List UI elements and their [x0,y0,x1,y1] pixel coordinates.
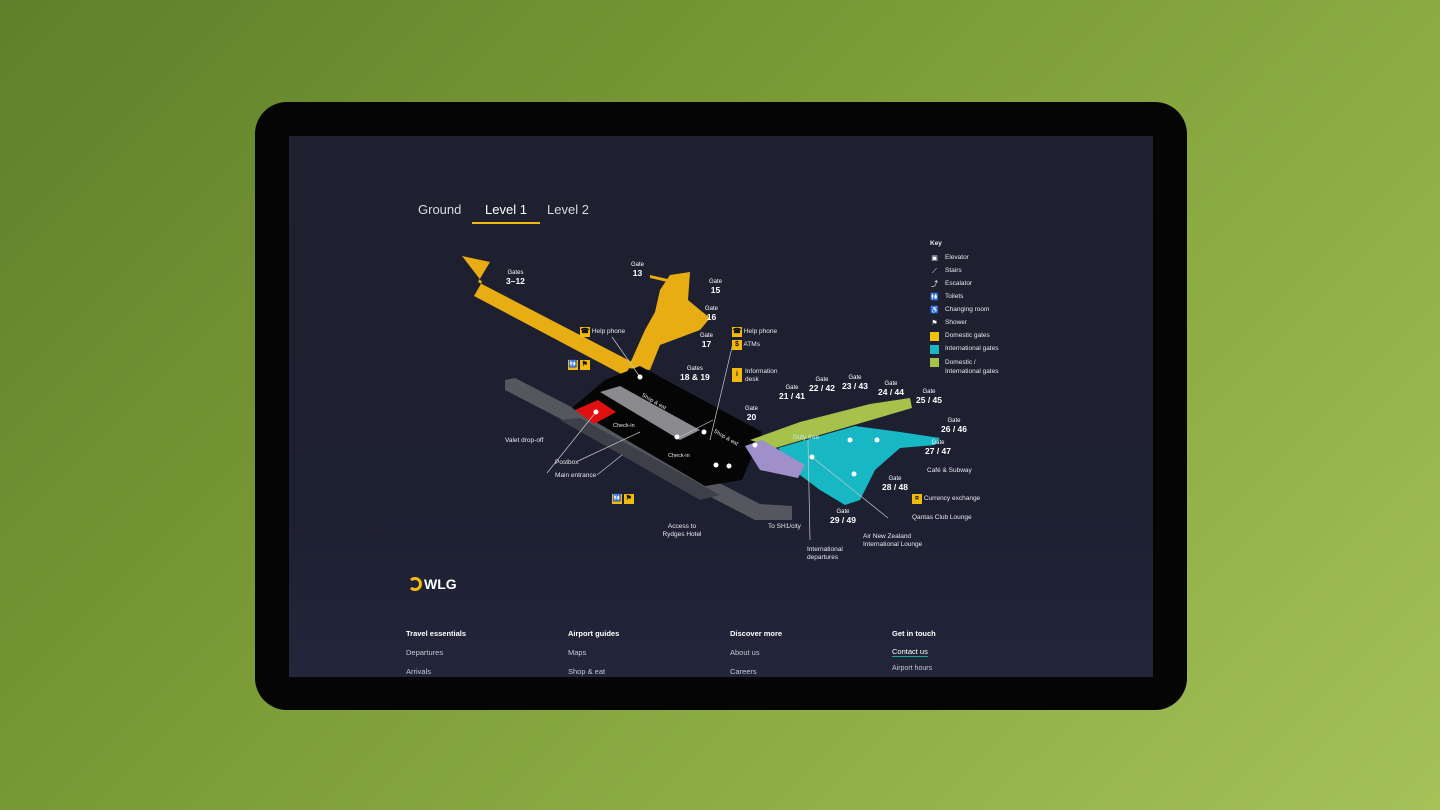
tab-level-1[interactable]: Level 1 [472,202,540,224]
toilets-shower-icons: 🚻 ⚑ [568,360,590,370]
map-key: Key ▣Elevator ⟋Stairs ⤴Escalator 🚻Toilet… [930,240,1005,375]
key-title: Key [930,240,942,247]
toilets-shower-icons-2: 🚻 ⚑ [612,494,634,504]
footer-link[interactable]: Shop & eat [568,667,606,676]
footer-heading: Travel essentials [406,629,467,638]
main-entrance-label: Main entrance [555,472,597,479]
help-phone-label-2: ☎ Help phone [732,327,778,337]
air-nz-lounge-label: Air New Zealand International Lounge [863,533,923,548]
footer-heading: Discover more [730,629,783,638]
help-phone-label: ☎ Help phone [580,327,626,337]
footer-link[interactable]: Departures [406,648,444,657]
sh1-city-label: To SH1/city [768,523,801,530]
cafe-subway-label: Café & Subway [927,467,972,474]
stairs-icon: ⟋ [932,268,937,275]
tab-level-2[interactable]: Level 2 [547,202,589,217]
location-dots [593,374,880,477]
elevator-icon: ▣ [931,255,938,262]
logo-icon [408,577,422,591]
shared-swatch-icon [930,358,939,367]
footer-heading: Get in touch [892,629,936,638]
footer-link[interactable]: Airport hours [892,665,933,672]
pointer-lines [546,336,889,541]
changing-room-icon: ♿ [930,307,939,314]
road-lower [560,418,720,500]
check-in-label: Check-in [613,423,635,429]
footer-link[interactable]: About us [730,648,760,657]
valet-drop-off-label: Valet drop-off [505,437,544,444]
shared-pier [750,398,912,448]
check-in-label-2: Check-in [668,453,690,459]
wlg-logo[interactable]: WLG [408,576,457,592]
atms-label: $ ATMs [732,340,760,350]
domestic-swatch-icon [930,332,939,341]
international-area [778,426,940,505]
shower-icon: ⚑ [931,320,938,327]
currency-exchange-label: ¤ Currency exchange [912,494,980,504]
info-icon: i [732,368,742,382]
phone-icon: ☎ [732,327,742,337]
footer-link-contact[interactable]: Contact us [892,647,928,657]
tab-ground[interactable]: Ground [418,202,462,217]
dollar-icon: $ [732,340,742,350]
international-departures-label: International departures [807,546,843,561]
toilets-icon: 🚻 [930,294,939,301]
footer-link[interactable]: Careers [730,667,757,676]
checkin-grey [600,386,700,440]
escalator-icon: ⤴ [931,281,938,288]
footer-heading: Airport guides [568,629,620,638]
footer-link[interactable]: Arrivals [406,667,432,676]
qantas-lounge-label: Qantas Club Lounge [912,514,972,521]
currency-icon: ¤ [912,494,922,504]
postbox-label: Postbox [555,459,579,466]
domestic-pier-west [462,256,632,376]
screen-bezel-bottom [289,677,1153,710]
rydges-access-label: Access to Rydges Hotel [662,523,702,538]
international-swatch-icon [930,345,939,354]
domestic-gate-arms [650,275,672,283]
phone-icon: ☎ [580,327,590,337]
departures-area [745,440,805,478]
duty-free-label: Duty free [793,434,820,441]
domestic-pier-central [628,272,710,370]
footer-link[interactable]: Maps [568,648,587,657]
screen [289,136,1153,677]
